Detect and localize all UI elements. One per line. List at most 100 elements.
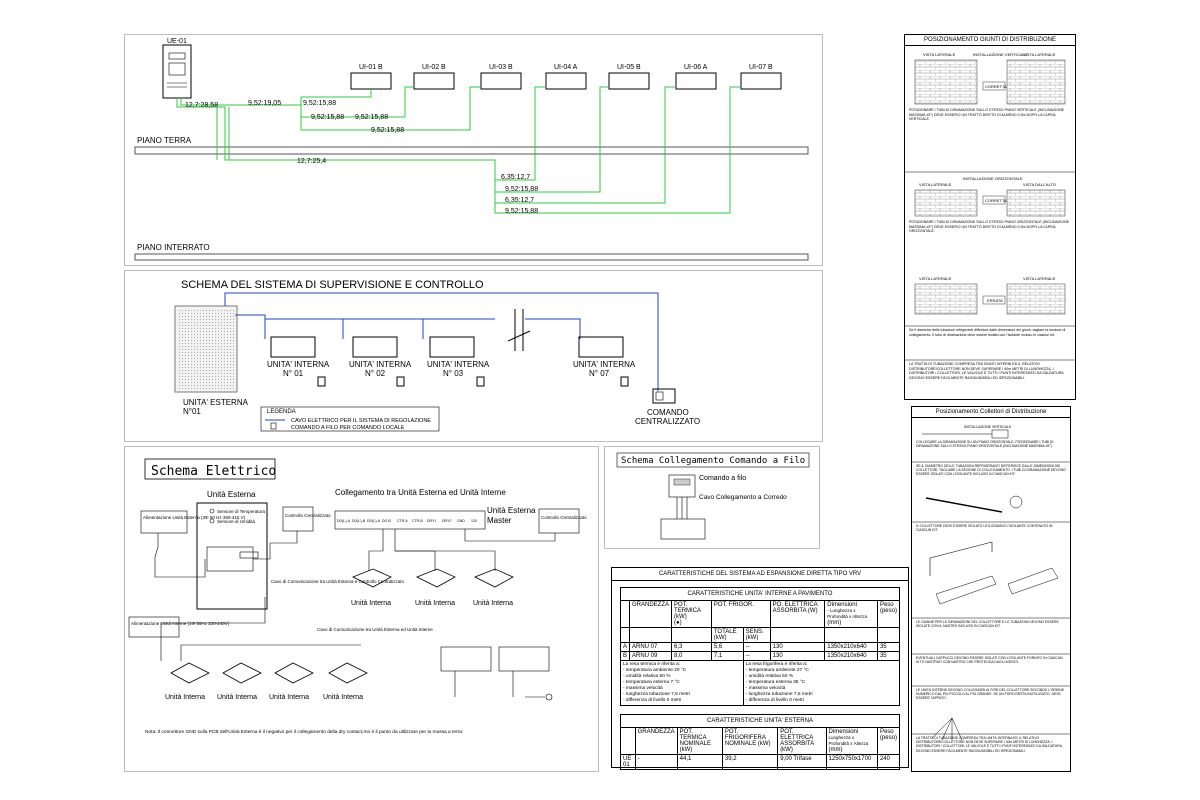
floor-label-basement: PIANO INTERRATO	[137, 243, 210, 252]
svg-text:UI-07 B: UI-07 B	[749, 64, 773, 71]
hdr-sens: SENS. (kW)	[742, 627, 771, 643]
svg-text:9,52:15,88: 9,52:15,88	[371, 127, 404, 134]
svg-text:9,52:19,05: 9,52:19,05	[248, 100, 281, 107]
electric-scheme-panel: Schema Elettrico Unità Esterna Sensore d…	[124, 446, 599, 772]
wire-cable-label: Cavo Collegamento a Corredo	[699, 494, 787, 501]
indoor-unit-ui06: UI-06 A	[675, 64, 717, 90]
svg-text:12V: 12V	[471, 519, 478, 523]
collector-install-label: INSTALLAZIONE VERTICALE	[964, 425, 1012, 429]
hdr-grandezza: GRANDEZZA	[629, 600, 673, 628]
svg-text:DO(L)-A: DO(L)-A	[367, 519, 381, 523]
system-characteristics-table: CARATTERISTICHE DEL SISTEMA AD ESPANSION…	[611, 567, 909, 770]
central-control: COMANDO CENTRALIZZATO	[635, 388, 700, 426]
power-indoor-label: Alimentazione Unità Interne (1Φ 50Hz 220…	[131, 621, 230, 626]
electric-wiring	[154, 531, 361, 661]
collector-note-7: LA TRATTA DI TUBAZIONE COMPRESA TRA UNIT…	[916, 736, 1062, 753]
joint-vista-5: VISTA LATERALE	[1023, 276, 1056, 281]
svg-text:DO(L)-A: DO(L)-A	[337, 519, 351, 523]
master-line1: Unità Esterna	[487, 506, 536, 515]
indoor-top-2: Unità Interna	[415, 600, 455, 607]
svg-text:DRY2: DRY2	[442, 519, 451, 523]
indoor-cassettes-bottom	[170, 662, 368, 684]
svg-text:9,52:15,88: 9,52:15,88	[505, 208, 538, 215]
hdr-termica: POT. TERMICA (kW)	[674, 602, 701, 620]
joint-note-3: Se il diametro delle tubazioni refrigera…	[909, 328, 1066, 337]
svg-text:12,7:25,4: 12,7:25,4	[297, 158, 326, 165]
out-hdr-mm: (mm)	[828, 747, 843, 753]
svg-text:DO-B: DO-B	[382, 519, 391, 523]
joint-corretta-1: CORRETTA	[985, 84, 1007, 89]
indoor-unit-ui01: UI-01 B	[350, 64, 392, 90]
floor-slab-basement	[134, 253, 809, 261]
note-cool: La resa frigorifera è riferita a:- tempe…	[742, 660, 901, 706]
outdoor-unit-image	[174, 305, 238, 393]
outdoor-num: N°01	[183, 407, 201, 416]
table-row: B ARNU 09 8,0 7,1 -- 130 1350x210x640 35	[619, 651, 901, 661]
indoor-bottom-2: Unità Interna	[217, 694, 257, 701]
indoor-unit-ui02: UI-02 B	[413, 64, 455, 90]
svg-text:N° 07: N° 07	[589, 369, 610, 378]
floor-slab-ground	[134, 146, 809, 155]
svg-text:UNITA' INTERNA: UNITA' INTERNA	[427, 360, 490, 369]
joint-corretta-2: CORRETTA	[985, 198, 1007, 203]
out-hdr-peso-unit: (peso)	[879, 735, 897, 741]
control-label: Controllo Centralizzato	[541, 515, 587, 520]
collector-note-6: LE UNITÀ INTERNE DEVONO COLLEGARSI AI FO…	[916, 688, 1064, 701]
refrigerant-piping	[176, 86, 741, 214]
out-hdr-elettrica: POT. ELETTRICA ASSORBITA (kW)	[777, 727, 827, 755]
electric-note: Nota: Il connettore GND sulla PCB dell'U…	[145, 729, 463, 735]
indoor-caption: CARATTERISTICHE UNITA' INTERNE A PAVIMEN…	[620, 587, 900, 601]
indoor-unit-n03: UNITA' INTERNA N° 03	[427, 336, 490, 387]
indoor-unit-ui03: UI-03 B	[480, 64, 522, 90]
indoor-bottom-3: Unità Interna	[269, 694, 309, 701]
svg-text:LEGENDA: LEGENDA	[267, 409, 296, 415]
svg-text:UNITA' INTERNA: UNITA' INTERNA	[267, 360, 330, 369]
wire-remote-label: Comando a filo	[699, 475, 746, 482]
remote-panel	[668, 474, 696, 498]
svg-text:6,35:12,7: 6,35:12,7	[505, 197, 534, 204]
indoor-unit-ui07: UI-07 B	[740, 64, 782, 90]
svg-text:UI-03 B: UI-03 B	[489, 64, 513, 71]
supervision-panel: SCHEMA DEL SISTEMA DI SUPERVISIONE E CON…	[124, 270, 823, 442]
hdr-elettrica: PO. ELETTRICA ASSORBITA (W)	[769, 600, 826, 628]
pipe-size-labels: 12,7:28,58 9,52:19,05 9,52:15,88 9,52:15…	[185, 100, 538, 215]
svg-text:CAVO ELETTRICO PER IL SISTEMA: CAVO ELETTRICO PER IL SISTEMA DI REGOLAZ…	[291, 418, 431, 424]
svg-text:N° 02: N° 02	[365, 369, 386, 378]
collectors-sheet: Posizionamento Collettori di Distribuzio…	[911, 406, 1071, 772]
svg-text:GND: GND	[457, 519, 465, 523]
hdr-mm: (mm)	[827, 620, 842, 626]
piping-layout-drawing: PIANO TERRA PIANO INTERRATO UE-01 UI-01 …	[134, 38, 809, 261]
connection-title: Collegamento tra Unità Esterna ed Unità …	[335, 488, 506, 497]
joint-install-vert: INSTALLAZIONE VERTICALE	[973, 52, 1027, 57]
indoor-bottom-4: Unità Interna	[323, 694, 363, 701]
collectors-title: Posizionamento Collettori di Distribuzio…	[912, 407, 1070, 418]
svg-text:12,7:28,58: 12,7:28,58	[185, 102, 218, 109]
hdr-dim: Dimensioni	[827, 602, 857, 608]
hdr-dim-sub: - Lunghezza x Profondità x Altezza	[827, 608, 868, 619]
indoor-unit-n01: UNITA' INTERNA N° 01	[267, 336, 330, 387]
out-hdr-grandezza: GRANDEZZA	[634, 727, 678, 755]
hdr-totale: TOTALE (kW)	[710, 627, 744, 643]
control-small-label: Controllo Centralizzato	[285, 513, 331, 518]
indoor-top-1: Unità Interna	[351, 600, 391, 607]
wire-control-drawing: Schema Collegamento Comando a Filo Coman…	[616, 452, 810, 540]
supervision-title: SCHEMA DEL SISTEMA DI SUPERVISIONE E CON…	[181, 279, 484, 291]
indoor-top-3: Unità Interna	[473, 600, 513, 607]
joint-errata: ERRATA	[987, 298, 1003, 303]
joint-note-4: LA TRATTA DI TUBAZIONE COMPRESA TRA GIUN…	[909, 362, 1064, 380]
indoor-units-row: UI-01 B UI-02 B UI-03 B UI-04 A UI-05 B …	[350, 64, 782, 90]
electric-outdoor-label: Unità Esterna	[207, 490, 256, 499]
svg-text:UI-04 A: UI-04 A	[554, 64, 578, 71]
indoor-unit-ui05: UI-05 B	[608, 64, 650, 90]
svg-text:COMANDO: COMANDO	[647, 408, 689, 417]
svg-text:DO(L)-B: DO(L)-B	[352, 519, 366, 523]
svg-text:CTR-A: CTR-A	[397, 519, 408, 523]
terminal-block: DO(L)-A DO(L)-B DO(L)-A DO-B CTR-A CTR-B…	[334, 510, 486, 530]
joints-sheet: POSIZIONAMENTO GIUNTI DI DISTRIBUZIONE V…	[904, 34, 1076, 400]
comm-cable-1-label: Cavo di Comunicazione tra Unità Esterna …	[271, 579, 405, 584]
wire-control-title: Schema Collegamento Comando a Filo	[621, 456, 805, 466]
master-line2: Master	[487, 516, 512, 525]
svg-text:UI-06 A: UI-06 A	[684, 64, 708, 71]
legend: LEGENDA CAVO ELETTRICO PER IL SISTEMA DI…	[260, 406, 440, 432]
table-row: A ARNU 07 6,3 5,6 -- 130 1350x210x640 35	[619, 642, 901, 652]
